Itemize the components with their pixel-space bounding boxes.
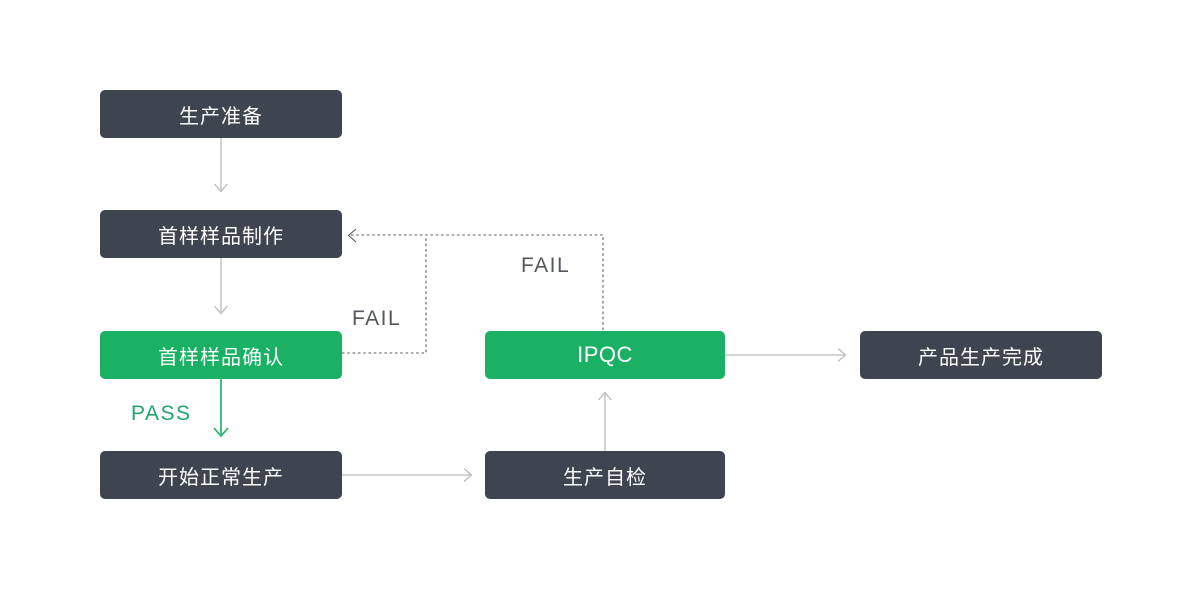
node-first-sample-confirm: 首样样品确认 — [100, 331, 342, 379]
node-production-prep-label: 生产准备 — [179, 105, 263, 128]
arrowhead-up-1 — [598, 391, 612, 401]
arrowhead-right-2 — [837, 348, 847, 362]
edge-label-fail-ipqc: FAIL — [521, 254, 571, 277]
edge-label-pass: PASS — [131, 402, 192, 425]
node-production-self-check-label: 生产自检 — [563, 466, 647, 489]
arrowhead-down-pass — [213, 427, 229, 438]
node-start-normal-production: 开始正常生产 — [100, 451, 342, 499]
arrowhead-down-2 — [214, 305, 228, 315]
node-start-normal-production-label: 开始正常生产 — [158, 466, 284, 489]
edge-label-fail-sample-confirm: FAIL — [352, 307, 402, 330]
arrowhead-down-1 — [214, 183, 228, 193]
arrowhead-left-fail — [347, 228, 357, 243]
node-first-sample-confirm-label: 首样样品确认 — [158, 346, 284, 369]
arrowhead-right-1 — [463, 468, 473, 482]
node-first-sample-make: 首样样品制作 — [100, 210, 342, 258]
edge-fail-confirm-loop — [342, 236, 427, 354]
node-production-prep: 生产准备 — [100, 90, 342, 138]
node-product-complete: 产品生产完成 — [860, 331, 1102, 379]
node-first-sample-make-label: 首样样品制作 — [158, 225, 284, 248]
node-production-self-check: 生产自检 — [485, 451, 725, 499]
node-ipqc-label: IPQC — [577, 342, 633, 367]
node-ipqc: IPQC — [485, 331, 725, 379]
node-product-complete-label: 产品生产完成 — [918, 346, 1044, 369]
